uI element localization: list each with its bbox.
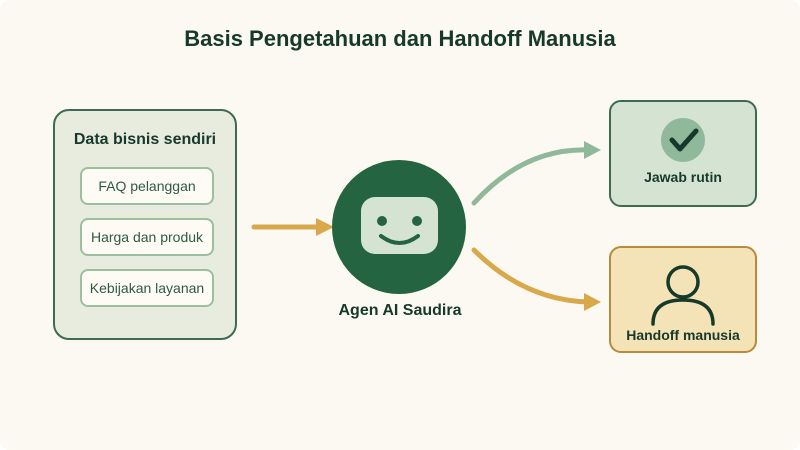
- human-handoff-box: Handoff manusia: [609, 246, 757, 353]
- agent-node: [332, 160, 466, 294]
- agent-label: Agen AI Saudira: [338, 302, 462, 319]
- smiley-face-icon: [361, 197, 438, 254]
- input-arrow: [251, 218, 334, 236]
- source-data-panel: Data bisnis sendiri FAQ pelanggan Harga …: [53, 109, 237, 340]
- routine-answer-box: Jawab rutin: [609, 100, 757, 207]
- source-item-pricing: Harga dan produk: [80, 218, 214, 256]
- checkmark-icon: [661, 118, 705, 162]
- routine-arrow: [471, 141, 601, 206]
- human-handoff-label: Handoff manusia: [626, 327, 740, 343]
- source-panel-title: Data bisnis sendiri: [73, 131, 217, 148]
- source-item-faq: FAQ pelanggan: [80, 167, 214, 205]
- routine-answer-label: Jawab rutin: [644, 169, 722, 185]
- diagram-title: Basis Pengetahuan dan Handoff Manusia: [184, 26, 616, 51]
- person-icon: [651, 265, 715, 326]
- handoff-arrow: [471, 247, 601, 311]
- source-item-policy: Kebijakan layanan: [80, 269, 214, 307]
